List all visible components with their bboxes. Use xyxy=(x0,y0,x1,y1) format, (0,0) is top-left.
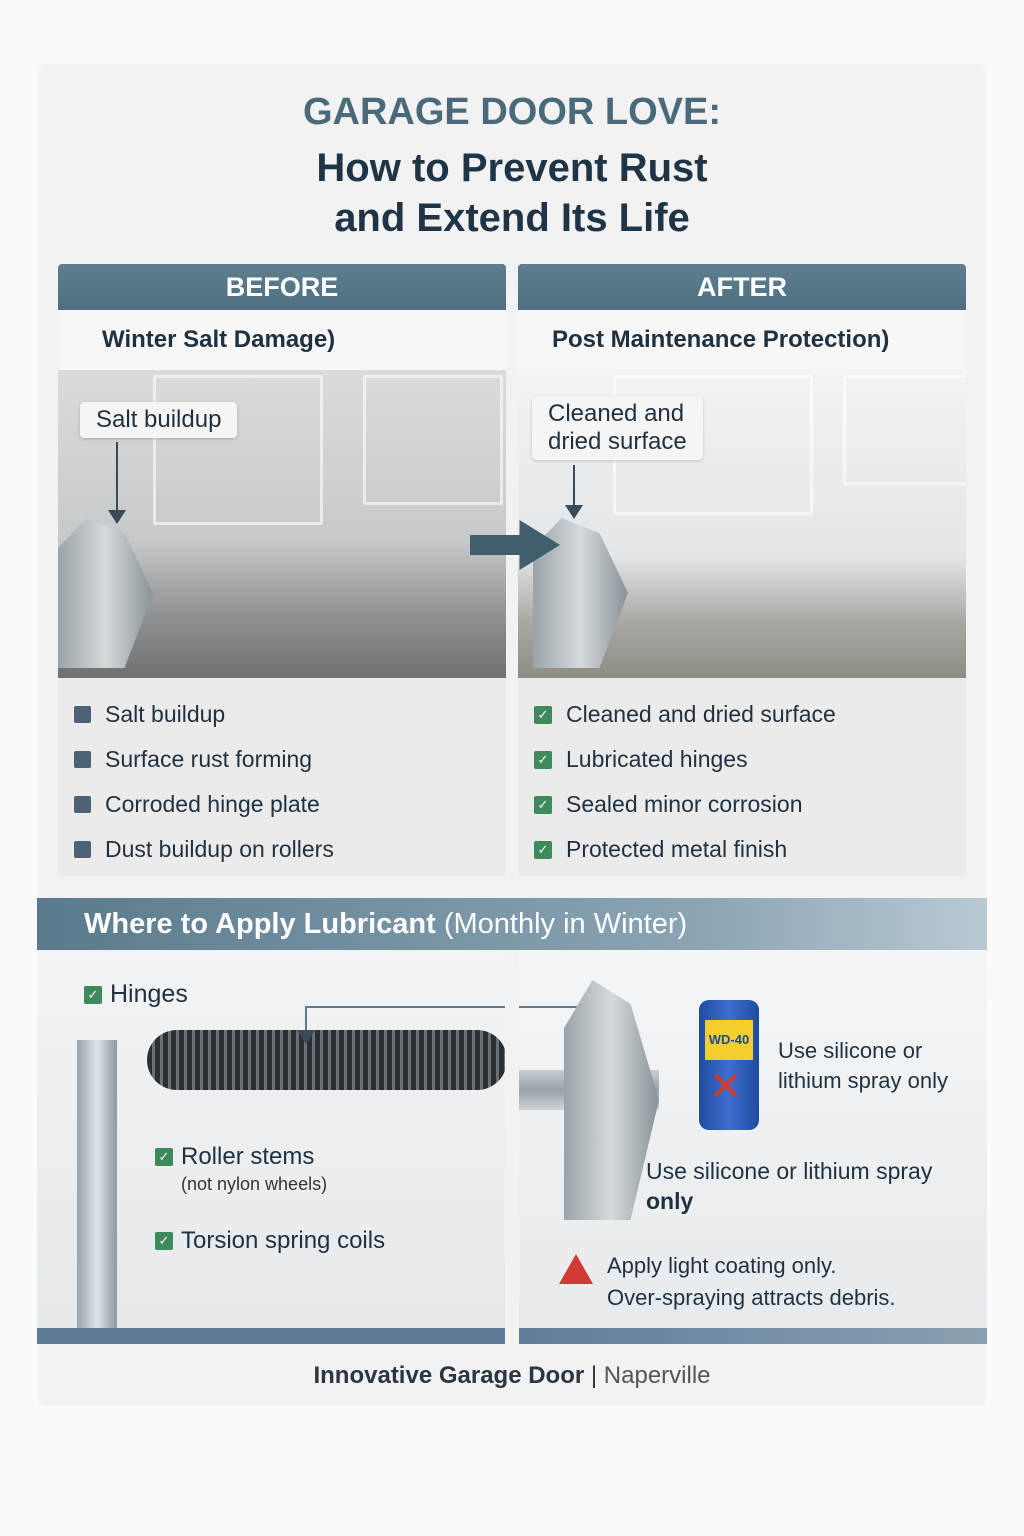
before-header: BEFORE xyxy=(58,264,506,310)
after-list: ✓Cleaned and dried surface ✓Lubricated h… xyxy=(518,678,966,872)
check-icon: ✓ xyxy=(534,750,552,769)
after-header: AFTER xyxy=(518,264,966,310)
before-list: Salt buildup Surface rust forming Corrod… xyxy=(58,678,506,872)
title-line-2: How to Prevent Rust xyxy=(316,146,708,190)
hinges-label: ✓Hinges xyxy=(84,980,188,1009)
before-panel: BEFORE Winter Salt Damage) Salt buildup … xyxy=(58,264,506,876)
list-item: Surface rust forming xyxy=(74,737,506,782)
before-photo: Salt buildup xyxy=(58,370,506,678)
list-item: ✓Sealed minor corrosion xyxy=(534,782,966,827)
warning-icon xyxy=(559,1254,593,1284)
list-item: Dust buildup on rollers xyxy=(74,827,506,872)
after-subtitle: Post Maintenance Protection) xyxy=(518,310,966,370)
roller-stems-label: ✓Roller stems xyxy=(155,1143,314,1171)
check-icon: ✓ xyxy=(84,985,102,1004)
bullet-icon xyxy=(74,751,91,768)
list-item: Salt buildup xyxy=(74,692,506,737)
check-icon: ✓ xyxy=(534,840,552,859)
title-line-1: GARAGE DOOR LOVE: xyxy=(302,91,722,133)
arrow-icon xyxy=(565,465,583,519)
arrow-icon xyxy=(297,1006,315,1044)
arrow-icon xyxy=(108,442,126,524)
title-line-3: and Extend Its Life xyxy=(334,196,690,240)
torsion-spring-image xyxy=(147,1030,505,1090)
list-item: Corroded hinge plate xyxy=(74,782,506,827)
warning-text: Apply light coating only.Over-spraying a… xyxy=(607,1253,896,1310)
list-item: ✓Protected metal finish xyxy=(534,827,966,872)
list-item: ✓Lubricated hinges xyxy=(534,737,966,782)
before-subtitle: Winter Salt Damage) xyxy=(58,310,506,370)
bullet-icon xyxy=(74,706,91,723)
torsion-label: ✓Torsion spring coils xyxy=(155,1227,385,1255)
spray-can-icon: WD-40✕ xyxy=(699,1000,759,1130)
lubricant-diagram-left: ✓Hinges ✓Roller stems (not nylon wheels)… xyxy=(37,950,505,1344)
check-icon: ✓ xyxy=(155,1232,173,1250)
check-icon: ✓ xyxy=(155,1148,173,1166)
salt-buildup-tag: Salt buildup xyxy=(80,402,238,438)
after-panel: AFTER Post Maintenance Protection) Clean… xyxy=(518,264,966,876)
hinge-image xyxy=(564,980,659,1220)
roller-note: (not nylon wheels) xyxy=(181,1174,328,1194)
bullet-icon xyxy=(74,796,91,813)
track-rail-image xyxy=(77,1040,117,1344)
hinge-image xyxy=(58,518,153,668)
title-main: How to Prevent Rust and Extend Its Life xyxy=(0,143,1024,243)
footer: Innovative Garage Door | Naperville xyxy=(313,1362,711,1389)
bullet-icon xyxy=(74,841,91,858)
check-icon: ✓ xyxy=(534,795,552,814)
check-icon: ✓ xyxy=(534,705,552,724)
lubricant-section-header: Where to Apply Lubricant (Monthly in Win… xyxy=(37,898,987,950)
list-item: ✓Cleaned and dried surface xyxy=(534,692,966,737)
